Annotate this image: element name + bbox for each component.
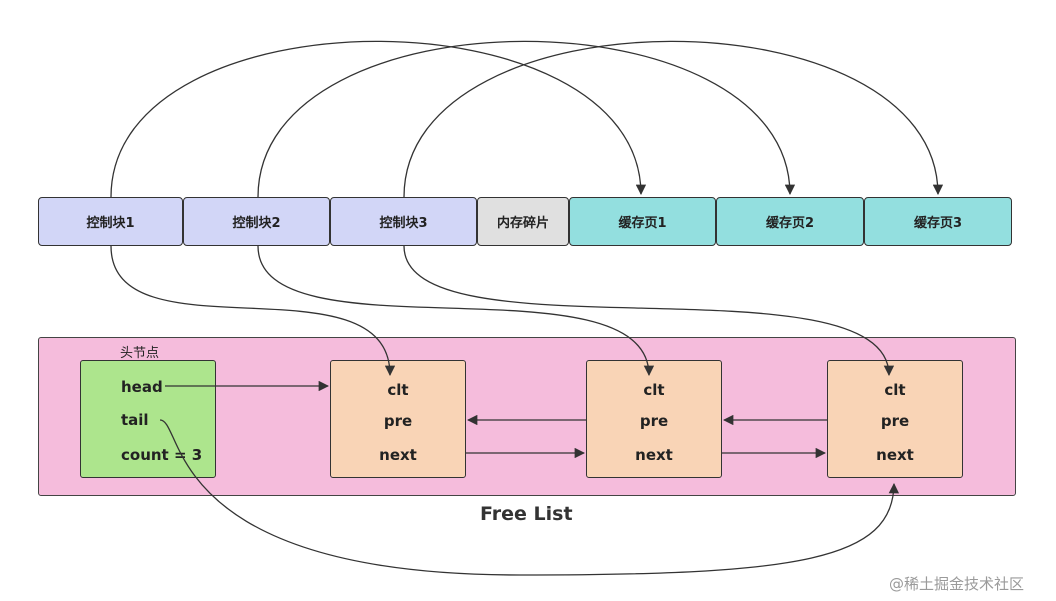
free-list-node-1: clt pre next xyxy=(330,360,466,478)
pre-field: pre xyxy=(383,412,413,430)
pre-field: pre xyxy=(639,412,669,430)
cell-label: 缓存页3 xyxy=(913,216,963,231)
control-block-1: 控制块1 xyxy=(38,197,183,246)
tail-field: tail xyxy=(121,411,149,429)
head-node-label: 头节点 xyxy=(120,346,160,361)
cell-label: 控制块3 xyxy=(379,216,428,231)
cache-page-1: 缓存页1 xyxy=(569,197,716,246)
count-field: count = 3 xyxy=(121,446,203,464)
cell-label: 控制块1 xyxy=(86,216,135,231)
clt-field: clt xyxy=(643,381,665,399)
free-list-node-2: clt pre next xyxy=(586,360,722,478)
cache-page-3: 缓存页3 xyxy=(864,197,1012,246)
clt-field: clt xyxy=(387,381,409,399)
memory-fragment: 内存碎片 xyxy=(477,197,569,246)
next-field: next xyxy=(635,446,673,464)
cache-page-2: 缓存页2 xyxy=(716,197,864,246)
arc-ctrl2-to-cache2 xyxy=(257,40,796,198)
free-list-node-3: clt pre next xyxy=(827,360,963,478)
next-field: next xyxy=(876,446,914,464)
head-field: head xyxy=(121,378,163,396)
arc-ctrl3-to-cache3 xyxy=(403,40,944,198)
free-list-title: Free List xyxy=(480,503,573,525)
arc-ctrl1-to-cache1 xyxy=(110,40,647,198)
cell-label: 缓存页2 xyxy=(765,216,815,231)
watermark: @稀土掘金技术社区 xyxy=(889,575,1025,593)
head-node: head tail count = 3 xyxy=(80,360,216,478)
control-block-3: 控制块3 xyxy=(330,197,477,246)
cell-label: 缓存页1 xyxy=(618,216,667,231)
cell-label: 控制块2 xyxy=(232,216,281,231)
control-block-2: 控制块2 xyxy=(183,197,330,246)
next-field: next xyxy=(379,446,417,464)
pre-field: pre xyxy=(880,412,910,430)
clt-field: clt xyxy=(884,381,906,399)
cell-label: 内存碎片 xyxy=(496,216,549,231)
